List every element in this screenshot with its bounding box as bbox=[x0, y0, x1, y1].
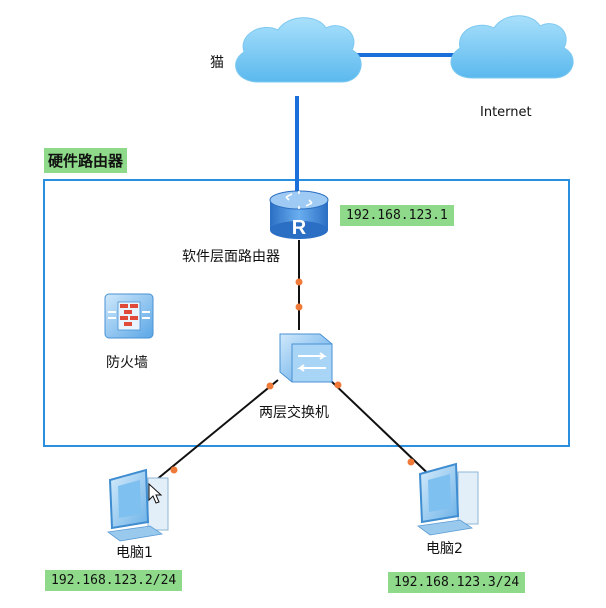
switch-icon bbox=[279, 333, 333, 383]
port-dot bbox=[407, 458, 415, 466]
computer-icon bbox=[106, 468, 169, 542]
router-ip-tag: 192.168.123.1 bbox=[340, 205, 454, 226]
modem-cloud-icon bbox=[235, 17, 362, 83]
cursor-icon bbox=[148, 482, 163, 504]
port-dot bbox=[170, 466, 178, 474]
port-dot bbox=[334, 381, 342, 389]
computer-icon bbox=[416, 462, 479, 536]
port-dot bbox=[266, 382, 274, 390]
hardware-router-title: 硬件路由器 bbox=[44, 148, 128, 173]
link-switch-pc2 bbox=[329, 379, 441, 486]
pc2-ip-tag: 192.168.123.3/24 bbox=[388, 572, 526, 593]
router-icon: R bbox=[269, 190, 329, 239]
hardware-router-box bbox=[43, 179, 570, 447]
switch-label: 两层交换机 bbox=[259, 405, 329, 421]
port-dot bbox=[295, 303, 303, 311]
internet-label: Internet bbox=[480, 105, 532, 120]
pc1-label: 电脑1 bbox=[116, 545, 153, 561]
modem-label: 猫 bbox=[210, 55, 224, 71]
pc1-ip-tag: 192.168.123.2/24 bbox=[45, 570, 183, 591]
port-dot bbox=[295, 278, 303, 286]
svg-text:R: R bbox=[292, 217, 307, 239]
link-switch-pc1 bbox=[149, 379, 279, 486]
pc2-label: 电脑2 bbox=[426, 541, 463, 557]
firewall-icon bbox=[104, 293, 154, 339]
software-router-label: 软件层面路由器 bbox=[182, 249, 280, 265]
firewall-label: 防火墙 bbox=[106, 355, 148, 371]
internet-cloud-icon bbox=[450, 15, 574, 79]
